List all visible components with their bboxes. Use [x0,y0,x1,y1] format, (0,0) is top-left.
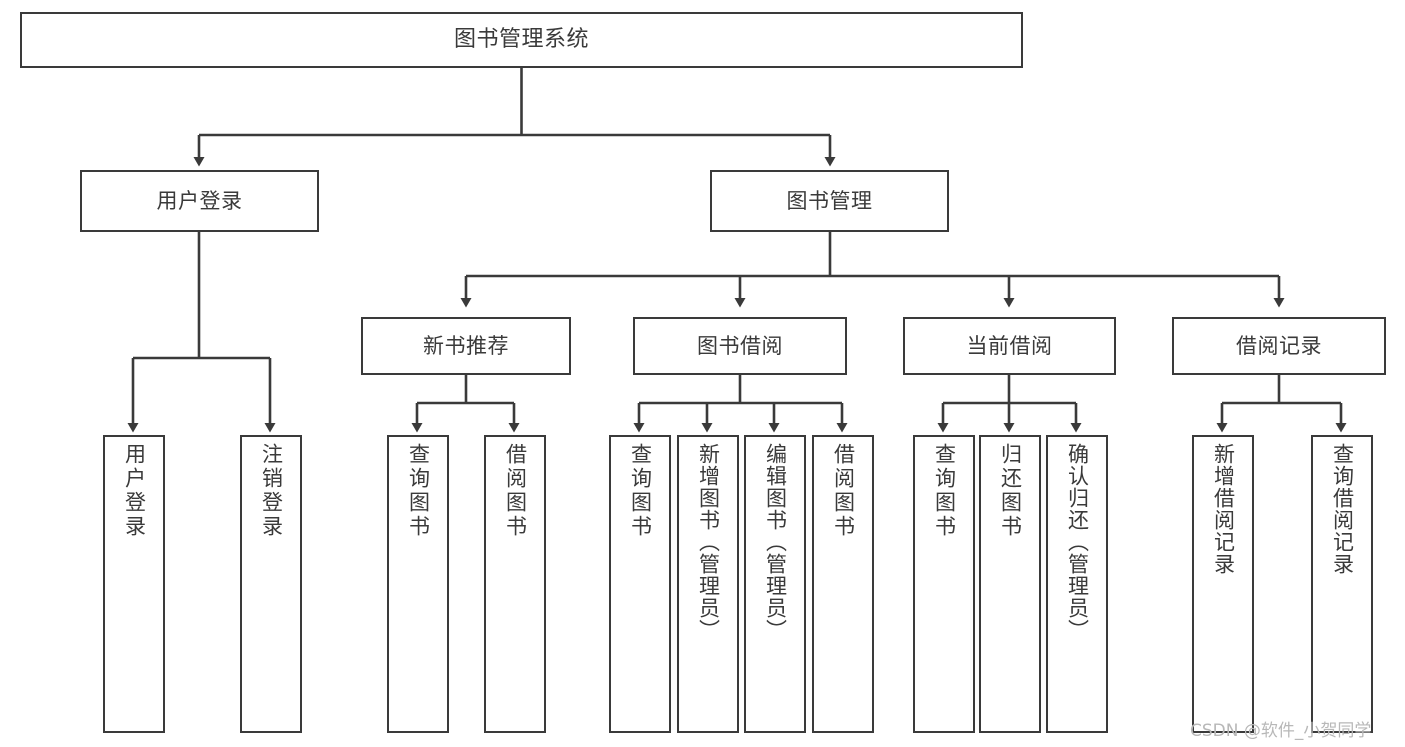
node-label: 编辑图书（管理员） [763,443,788,641]
node-label: 当前借阅 [966,333,1053,358]
node-leaf-query-book-current[interactable]: 查询图书 [913,435,975,733]
node-root-book-management-system[interactable]: 图书管理系统 [20,12,1023,68]
node-label: 查询图书 [628,443,653,539]
node-leaf-query-borrow-record[interactable]: 查询借阅记录 [1311,435,1373,733]
node-new-book-recommend[interactable]: 新书推荐 [361,317,571,375]
node-label: 图书借阅 [697,333,783,358]
node-leaf-add-book-admin[interactable]: 新增图书（管理员） [677,435,739,733]
node-label: 查询图书 [932,443,957,539]
node-label: 用户登录 [156,188,243,213]
node-leaf-edit-book-admin[interactable]: 编辑图书（管理员） [744,435,806,733]
node-label: 归还图书 [998,443,1023,539]
node-label: 新增图书（管理员） [696,443,721,641]
node-borrow-record[interactable]: 借阅记录 [1172,317,1386,375]
node-label: 注销登录 [259,443,284,539]
node-label: 图书管理 [786,188,873,213]
node-label: 查询图书 [406,443,431,539]
node-leaf-add-borrow-record[interactable]: 新增借阅记录 [1192,435,1254,733]
node-leaf-borrow-book[interactable]: 借阅图书 [812,435,874,733]
node-leaf-return-book[interactable]: 归还图书 [979,435,1041,733]
node-label: 借阅记录 [1236,333,1322,358]
node-leaf-query-book-recommend[interactable]: 查询图书 [387,435,449,733]
node-current-borrow[interactable]: 当前借阅 [903,317,1116,375]
node-label: 查询借阅记录 [1330,443,1355,575]
node-leaf-borrow-book-recommend[interactable]: 借阅图书 [484,435,546,733]
node-leaf-query-book-borrow[interactable]: 查询图书 [609,435,671,733]
node-book-borrow[interactable]: 图书借阅 [633,317,847,375]
node-user-login[interactable]: 用户登录 [80,170,319,232]
node-label: 借阅图书 [503,443,528,539]
node-label: 图书管理系统 [453,27,589,53]
node-label: 新书推荐 [423,333,509,358]
node-label: 借阅图书 [831,443,856,539]
node-label: 确认归还（管理员） [1065,443,1090,641]
csdn-watermark: CSDN @软件_小贺同学 [1190,721,1372,741]
node-leaf-user-logout[interactable]: 注销登录 [240,435,302,733]
node-label: 用户登录 [122,443,147,539]
node-book-management[interactable]: 图书管理 [710,170,949,232]
node-leaf-confirm-return-admin[interactable]: 确认归还（管理员） [1046,435,1108,733]
node-leaf-user-login[interactable]: 用户登录 [103,435,165,733]
node-label: 新增借阅记录 [1211,443,1236,575]
